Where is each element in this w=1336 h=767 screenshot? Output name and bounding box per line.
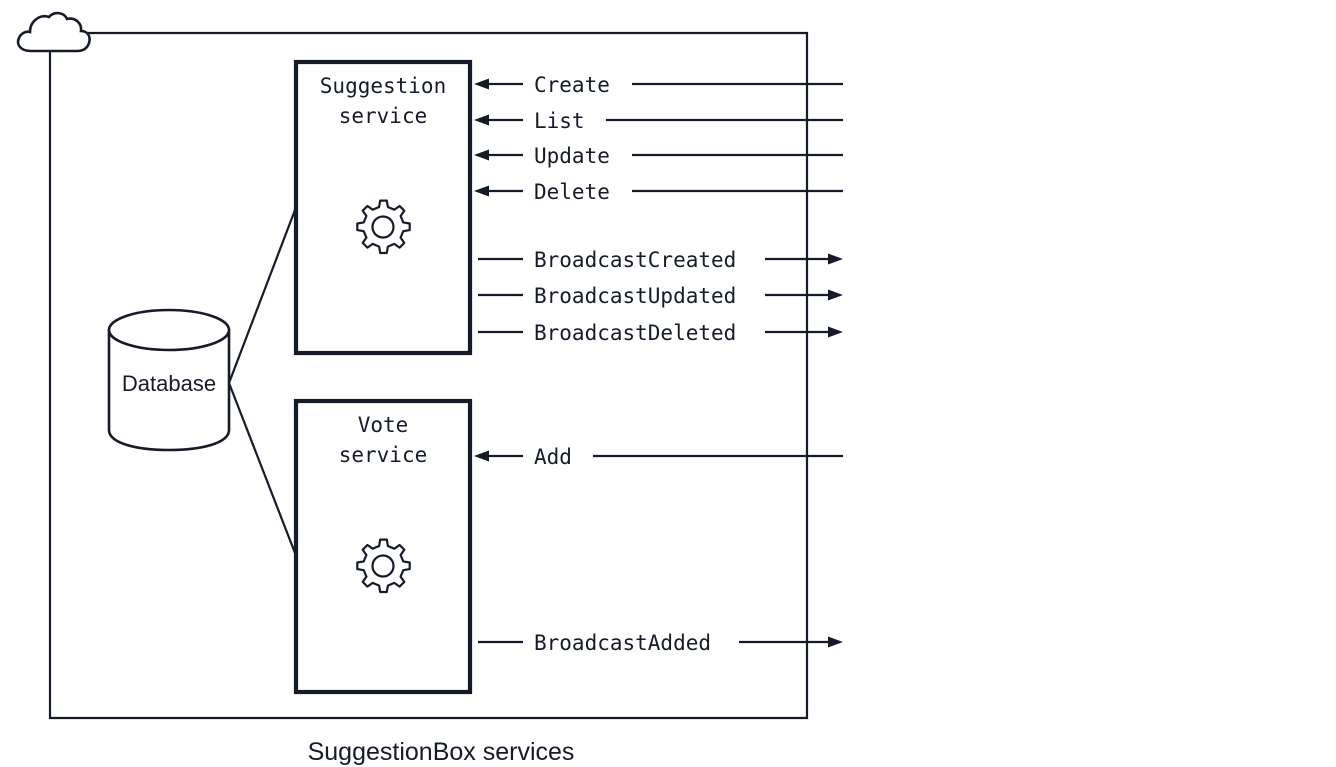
broadcastadded-arrowhead-icon [828,636,843,648]
inbound-call-delete[interactable]: Delete [474,180,843,204]
vote-service-title-line1: Vote [358,413,409,437]
vote-service-box[interactable] [293,398,473,695]
suggestion-service-box[interactable] [293,59,473,356]
vote-service-title-line2: service [339,443,428,467]
cloud-icon [16,11,91,53]
suggestion-service-rect[interactable] [293,59,473,356]
create-arrowhead-icon [474,78,489,90]
outbound-label-broadcastdeleted: BroadcastDeleted [534,321,736,345]
inbound-call-add[interactable]: Add [474,445,843,469]
boundary-outline [48,31,809,720]
database-cylinder-icon [107,308,231,452]
inbound-label-add: Add [534,445,572,469]
suggestion-service-title-line2: service [339,104,428,128]
outbound-event-broadcastcreated[interactable]: BroadcastCreated [478,248,843,272]
inbound-label-delete: Delete [534,180,610,204]
inbound-label-create: Create [534,73,610,97]
system-boundary [48,31,809,720]
gear-icon [356,199,411,255]
db-to-suggestion-line [227,209,297,384]
vote-service-rect[interactable] [293,398,473,695]
inbound-label-list: List [534,109,585,133]
broadcastcreated-arrowhead-icon [828,253,843,265]
outbound-label-broadcastcreated: BroadcastCreated [534,248,736,272]
list-arrowhead-icon [474,114,489,126]
delete-arrowhead-icon [474,185,489,197]
inbound-label-update: Update [534,144,610,168]
database-connectors [227,209,297,554]
add-arrowhead-icon [474,450,489,462]
broadcastdeleted-arrowhead-icon [828,326,843,338]
inbound-call-list[interactable]: List [474,109,843,133]
outbound-event-broadcastdeleted[interactable]: BroadcastDeleted [478,321,843,345]
broadcastupdated-arrowhead-icon [828,289,843,301]
database-label: Database [122,371,216,396]
outbound-label-broadcastadded: BroadcastAdded [534,631,711,655]
inbound-call-create[interactable]: Create [474,73,843,97]
outbound-label-broadcastupdated: BroadcastUpdated [534,284,736,308]
outbound-event-broadcastupdated[interactable]: BroadcastUpdated [478,284,843,308]
outbound-event-broadcastadded[interactable]: BroadcastAdded [478,631,843,655]
suggestion-service-title-line1: Suggestion [320,74,446,98]
gear-icon [356,538,411,594]
inbound-call-update[interactable]: Update [474,144,843,168]
diagram-caption: SuggestionBox services [308,738,575,766]
update-arrowhead-icon [474,149,489,161]
db-to-vote-line [227,382,297,554]
